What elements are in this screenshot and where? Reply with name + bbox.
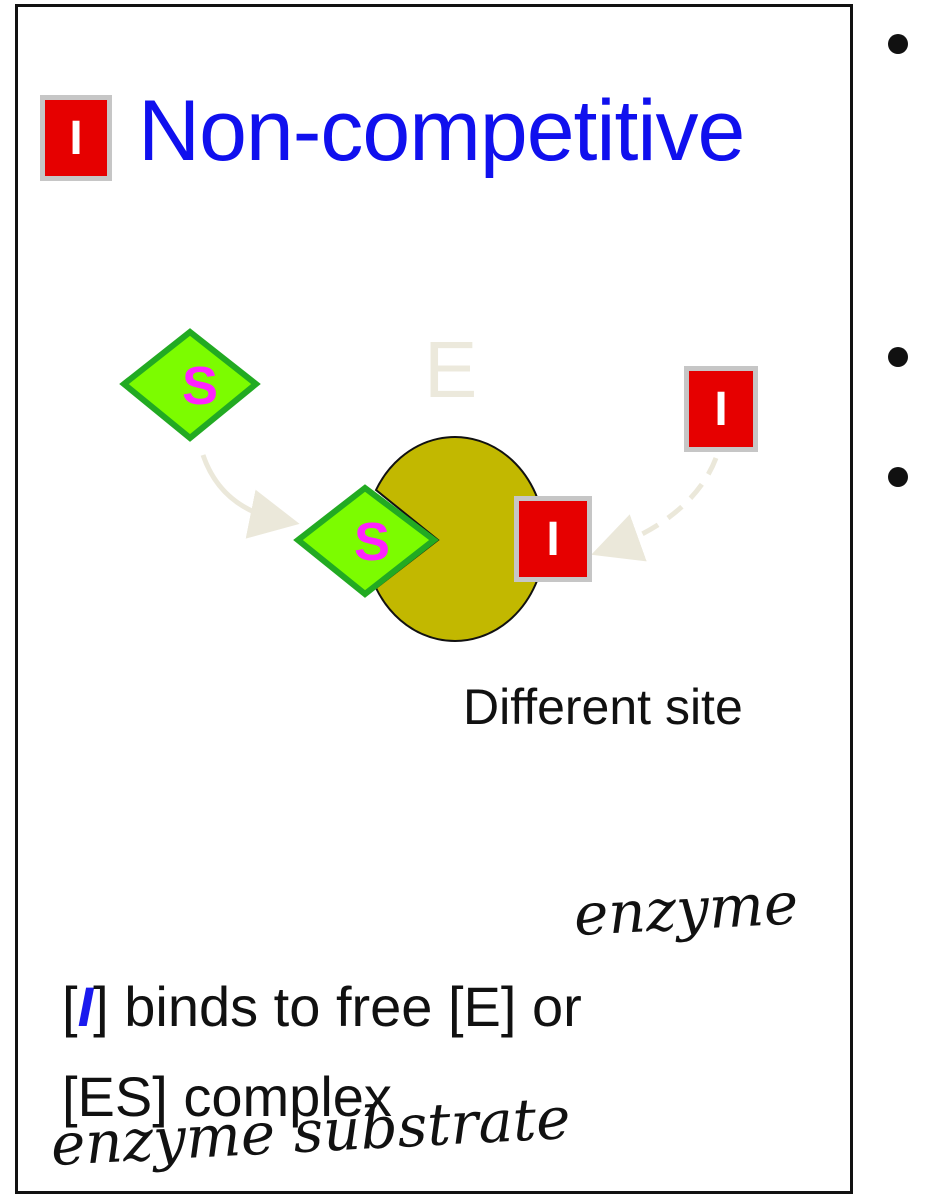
different-site-label: Different site: [463, 679, 743, 735]
page-title: Non-competitive: [138, 83, 745, 179]
free-inhibitor: I: [684, 366, 758, 452]
handwritten-note-enzyme: enzyme: [572, 869, 800, 949]
substrate-arrow: [200, 454, 300, 539]
bullet-3: [888, 467, 908, 487]
inhibitor-symbol: I: [77, 975, 94, 1038]
substrate-letter: S: [354, 512, 390, 572]
free-substrate: S: [119, 328, 261, 442]
bullet-1: [888, 34, 908, 54]
inhibitor-letter: I: [546, 512, 560, 566]
inhibitor-letter: I: [69, 111, 83, 165]
inhibitor-arrow: [591, 457, 719, 562]
inhibitor-letter: I: [714, 382, 728, 436]
caption: [I] binds to free [E] or [ES] complex: [62, 962, 582, 1142]
caption-line-1: [I] binds to free [E] or: [62, 975, 582, 1038]
bound-inhibitor: I: [514, 496, 592, 582]
caption-line-2: [ES] complex: [62, 1065, 392, 1128]
substrate-letter: S: [182, 356, 218, 416]
bullet-2: [888, 347, 908, 367]
enzyme-label: E: [424, 325, 478, 414]
title-inhibitor-icon: I: [40, 95, 112, 181]
bound-substrate: S: [293, 484, 439, 598]
